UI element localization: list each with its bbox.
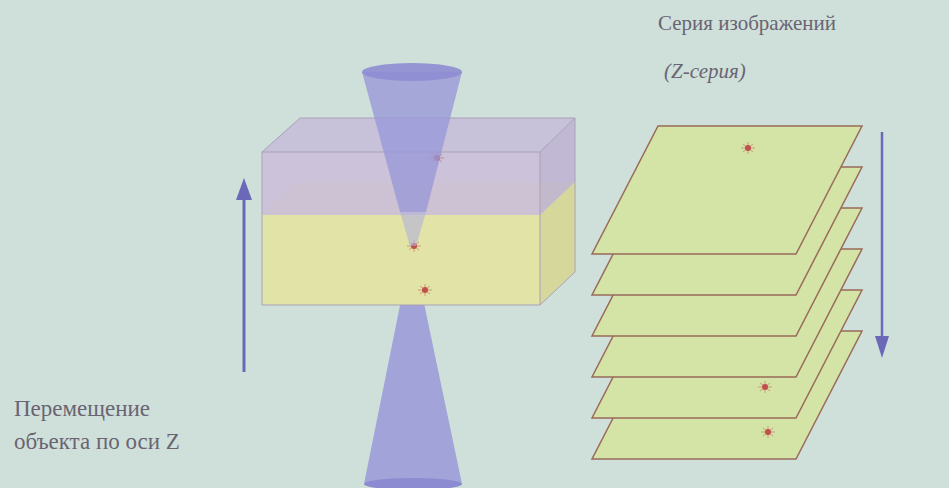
point-mark <box>761 426 775 438</box>
point-mark <box>758 381 772 393</box>
point-mark <box>741 142 755 154</box>
caption-label: Перемещение объекта по оси Z <box>14 392 229 459</box>
caption-label: Серия изображений <box>658 8 836 38</box>
objective-cone <box>362 63 462 246</box>
z-move-arrow <box>236 178 252 372</box>
caption-label: (Z-серия) <box>664 56 746 86</box>
image-plate <box>592 126 862 254</box>
series-arrow <box>875 132 889 358</box>
image-stack <box>592 126 862 459</box>
